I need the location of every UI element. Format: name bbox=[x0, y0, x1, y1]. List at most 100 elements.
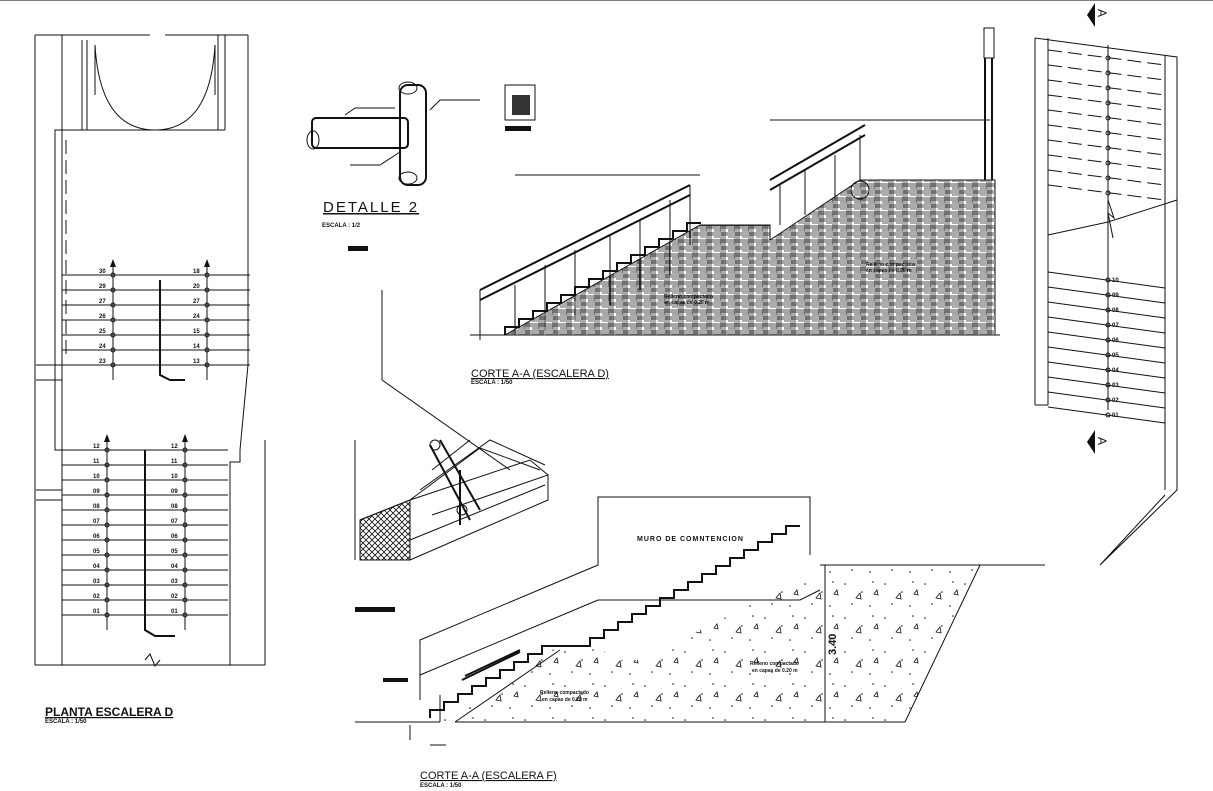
step-number: 04 bbox=[93, 564, 100, 570]
plan-d-title: PLANTA ESCALERA D bbox=[45, 705, 174, 719]
plan-d-scale: ESCALA : 1/50 bbox=[45, 719, 87, 725]
step-number: 26 bbox=[99, 314, 106, 320]
step-marker bbox=[182, 492, 188, 498]
step-number: 11 bbox=[171, 459, 178, 465]
step-number: 08 bbox=[93, 504, 100, 510]
step-marker bbox=[104, 612, 110, 618]
isometric-stair bbox=[354, 439, 550, 612]
step-marker bbox=[104, 582, 110, 588]
step-number: 13 bbox=[193, 359, 200, 365]
step-number: 03 bbox=[1112, 383, 1119, 389]
step-number: 06 bbox=[171, 534, 178, 540]
section-mark-bottom: A bbox=[1095, 437, 1109, 445]
step-marker bbox=[182, 582, 188, 588]
step-marker bbox=[104, 462, 110, 468]
step-marker bbox=[204, 302, 210, 308]
step-marker bbox=[110, 287, 116, 293]
step-number: 04 bbox=[171, 564, 178, 570]
step-number: 12 bbox=[171, 444, 178, 450]
section-f-fill-note-2: en capas de 0.20 m bbox=[752, 668, 798, 674]
step-marker bbox=[104, 522, 110, 528]
step-marker bbox=[104, 507, 110, 513]
step-marker bbox=[110, 362, 116, 368]
section-stair-f: 3.40 MURO DE COMNTENCION Relleno compact… bbox=[355, 496, 1045, 789]
step-marker bbox=[182, 612, 188, 618]
detail-2: DETALLE 2 ESCALA : 1/2 bbox=[306, 81, 536, 471]
step-number: 01 bbox=[93, 609, 100, 615]
step-number: 06 bbox=[1112, 338, 1119, 344]
step-number: 02 bbox=[1112, 398, 1119, 404]
step-number: 30 bbox=[99, 269, 106, 275]
step-number: 01 bbox=[1112, 413, 1119, 419]
step-number: 20 bbox=[193, 284, 200, 290]
step-marker bbox=[204, 287, 210, 293]
section-f-wall-label: MURO DE COMNTENCION bbox=[637, 536, 744, 543]
section-mark-top: A bbox=[1095, 9, 1109, 17]
section-f-fill-note-1: Relleno compactado bbox=[750, 661, 799, 667]
step-number: 05 bbox=[1112, 353, 1119, 359]
section-f-fill-note-2b: en capas de 0.20 m bbox=[542, 697, 588, 703]
step-number: 12 bbox=[93, 444, 100, 450]
step-marker bbox=[110, 272, 116, 278]
step-number: 10 bbox=[1112, 278, 1119, 284]
step-marker bbox=[110, 347, 116, 353]
step-marker bbox=[104, 447, 110, 453]
step-number: 08 bbox=[1112, 308, 1119, 314]
step-marker bbox=[1105, 412, 1111, 418]
step-number: 05 bbox=[93, 549, 100, 555]
section-f-title: CORTE A-A (ESCALERA F) bbox=[420, 770, 557, 782]
step-number: 08 bbox=[171, 504, 178, 510]
detail-2-scale: ESCALA : 1/2 bbox=[322, 223, 361, 229]
section-d-scale: ESCALA : 1/50 bbox=[471, 380, 513, 386]
step-marker bbox=[204, 317, 210, 323]
step-marker bbox=[104, 567, 110, 573]
step-marker bbox=[182, 447, 188, 453]
step-number: 06 bbox=[93, 534, 100, 540]
arrow-up-icon bbox=[204, 259, 210, 267]
step-number: 07 bbox=[93, 519, 100, 525]
step-number: 05 bbox=[171, 549, 178, 555]
step-number: 14 bbox=[193, 344, 200, 350]
step-marker bbox=[104, 597, 110, 603]
step-number: 09 bbox=[93, 489, 100, 495]
step-number: 15 bbox=[193, 329, 200, 335]
step-marker bbox=[110, 302, 116, 308]
step-marker bbox=[182, 477, 188, 483]
step-number: 24 bbox=[99, 344, 106, 350]
step-number: 07 bbox=[1112, 323, 1119, 329]
section-f-height-dim: 3.40 bbox=[827, 634, 839, 655]
step-number: 01 bbox=[171, 609, 178, 615]
step-marker bbox=[110, 332, 116, 338]
step-marker bbox=[204, 272, 210, 278]
step-marker bbox=[104, 492, 110, 498]
step-number: 27 bbox=[193, 299, 200, 305]
section-d-title: CORTE A-A (ESCALERA D) bbox=[471, 368, 609, 380]
step-number: 03 bbox=[93, 579, 100, 585]
step-marker bbox=[204, 332, 210, 338]
step-number: 02 bbox=[171, 594, 178, 600]
step-marker bbox=[182, 537, 188, 543]
step-marker bbox=[204, 362, 210, 368]
step-number: 03 bbox=[171, 579, 178, 585]
step-number: 10 bbox=[93, 474, 100, 480]
step-marker bbox=[182, 552, 188, 558]
step-number: 07 bbox=[171, 519, 178, 525]
step-number: 24 bbox=[193, 314, 200, 320]
step-marker bbox=[104, 477, 110, 483]
step-number: 18 bbox=[193, 269, 200, 275]
section-d-fill-note-2b: en capas de 0.20 m bbox=[866, 268, 912, 274]
step-marker bbox=[182, 462, 188, 468]
step-marker bbox=[182, 522, 188, 528]
step-marker bbox=[204, 347, 210, 353]
step-marker bbox=[104, 552, 110, 558]
section-d-fill-note-2: en capas de 0.20 m bbox=[664, 300, 710, 306]
detail-2-title: DETALLE 2 bbox=[323, 199, 419, 216]
step-marker bbox=[182, 567, 188, 573]
step-number: 09 bbox=[1112, 293, 1119, 299]
section-f-scale: ESCALA : 1/50 bbox=[420, 783, 462, 789]
step-marker bbox=[182, 507, 188, 513]
step-number: 02 bbox=[93, 594, 100, 600]
